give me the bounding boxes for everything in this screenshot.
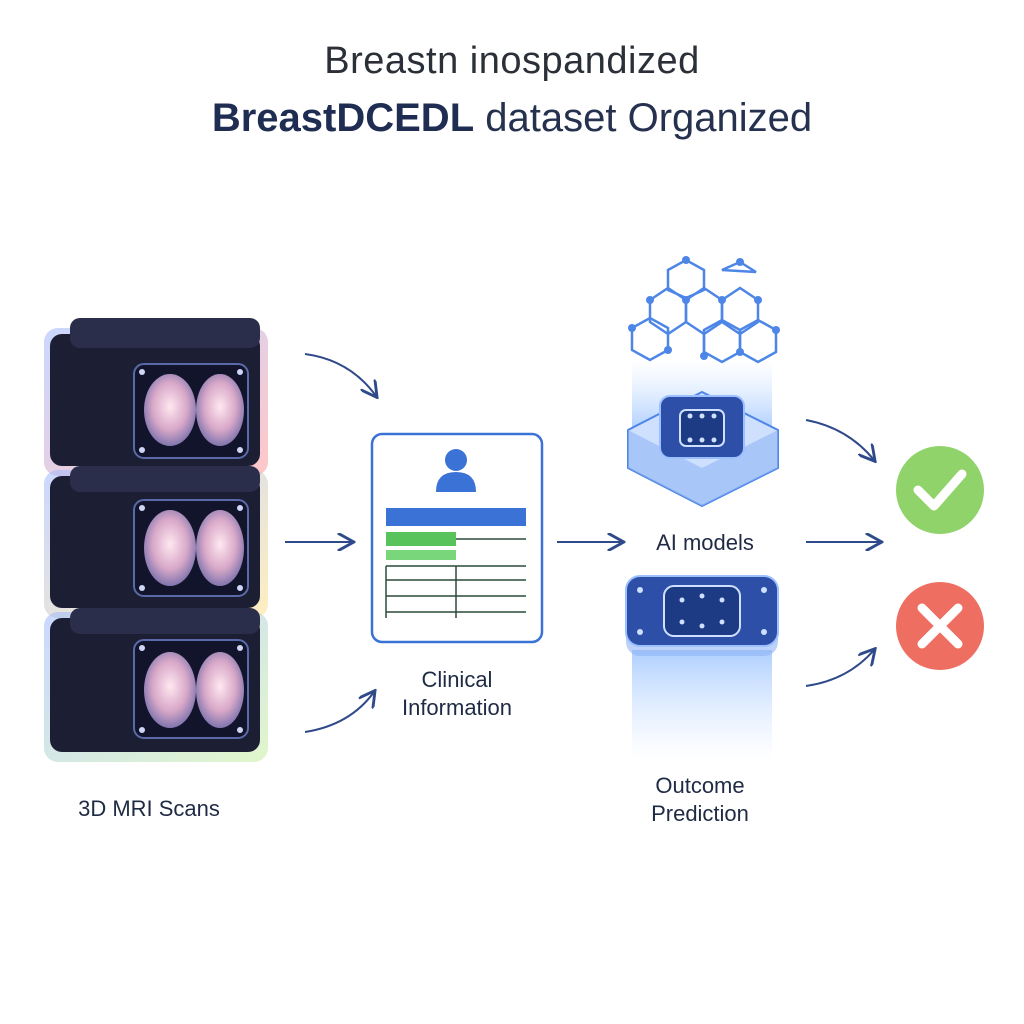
cross-icon <box>896 582 984 670</box>
person-icon <box>436 449 476 492</box>
arrow-mri-top <box>304 353 376 396</box>
dataset-name: BreastDCEDL <box>211 96 475 140</box>
ai-chip-icon <box>627 390 779 508</box>
outcome-label-line1: Outcome <box>655 773 745 798</box>
outcome-label-line2: Prediction <box>651 801 749 826</box>
arrow-mri-bottom <box>304 692 374 733</box>
title-line-1: Breastn inospandized <box>324 40 700 82</box>
mri-label: 3D MRI Scans <box>78 796 220 821</box>
clinical-label-line1: Clinical <box>421 667 493 692</box>
title-line-2-rest: dataset Organized <box>485 96 813 140</box>
neural-network-icon <box>630 258 778 364</box>
ai-models-label: AI models <box>656 530 754 555</box>
clinical-info-card <box>370 432 544 644</box>
mri-cube-icon <box>44 318 268 762</box>
check-icon <box>896 446 984 534</box>
clinical-label-line2: Information <box>401 695 513 720</box>
network-nodes <box>628 256 780 360</box>
arrow-ai-bottom <box>805 650 874 687</box>
title-line-2: BreastDCEDL dataset Organized <box>0 96 1024 141</box>
clinical-label: Clinical Information <box>362 666 552 722</box>
outcome-label: Outcome Prediction <box>610 772 790 828</box>
prediction-chip-icon <box>625 575 779 656</box>
arrow-ai-top <box>805 419 874 460</box>
